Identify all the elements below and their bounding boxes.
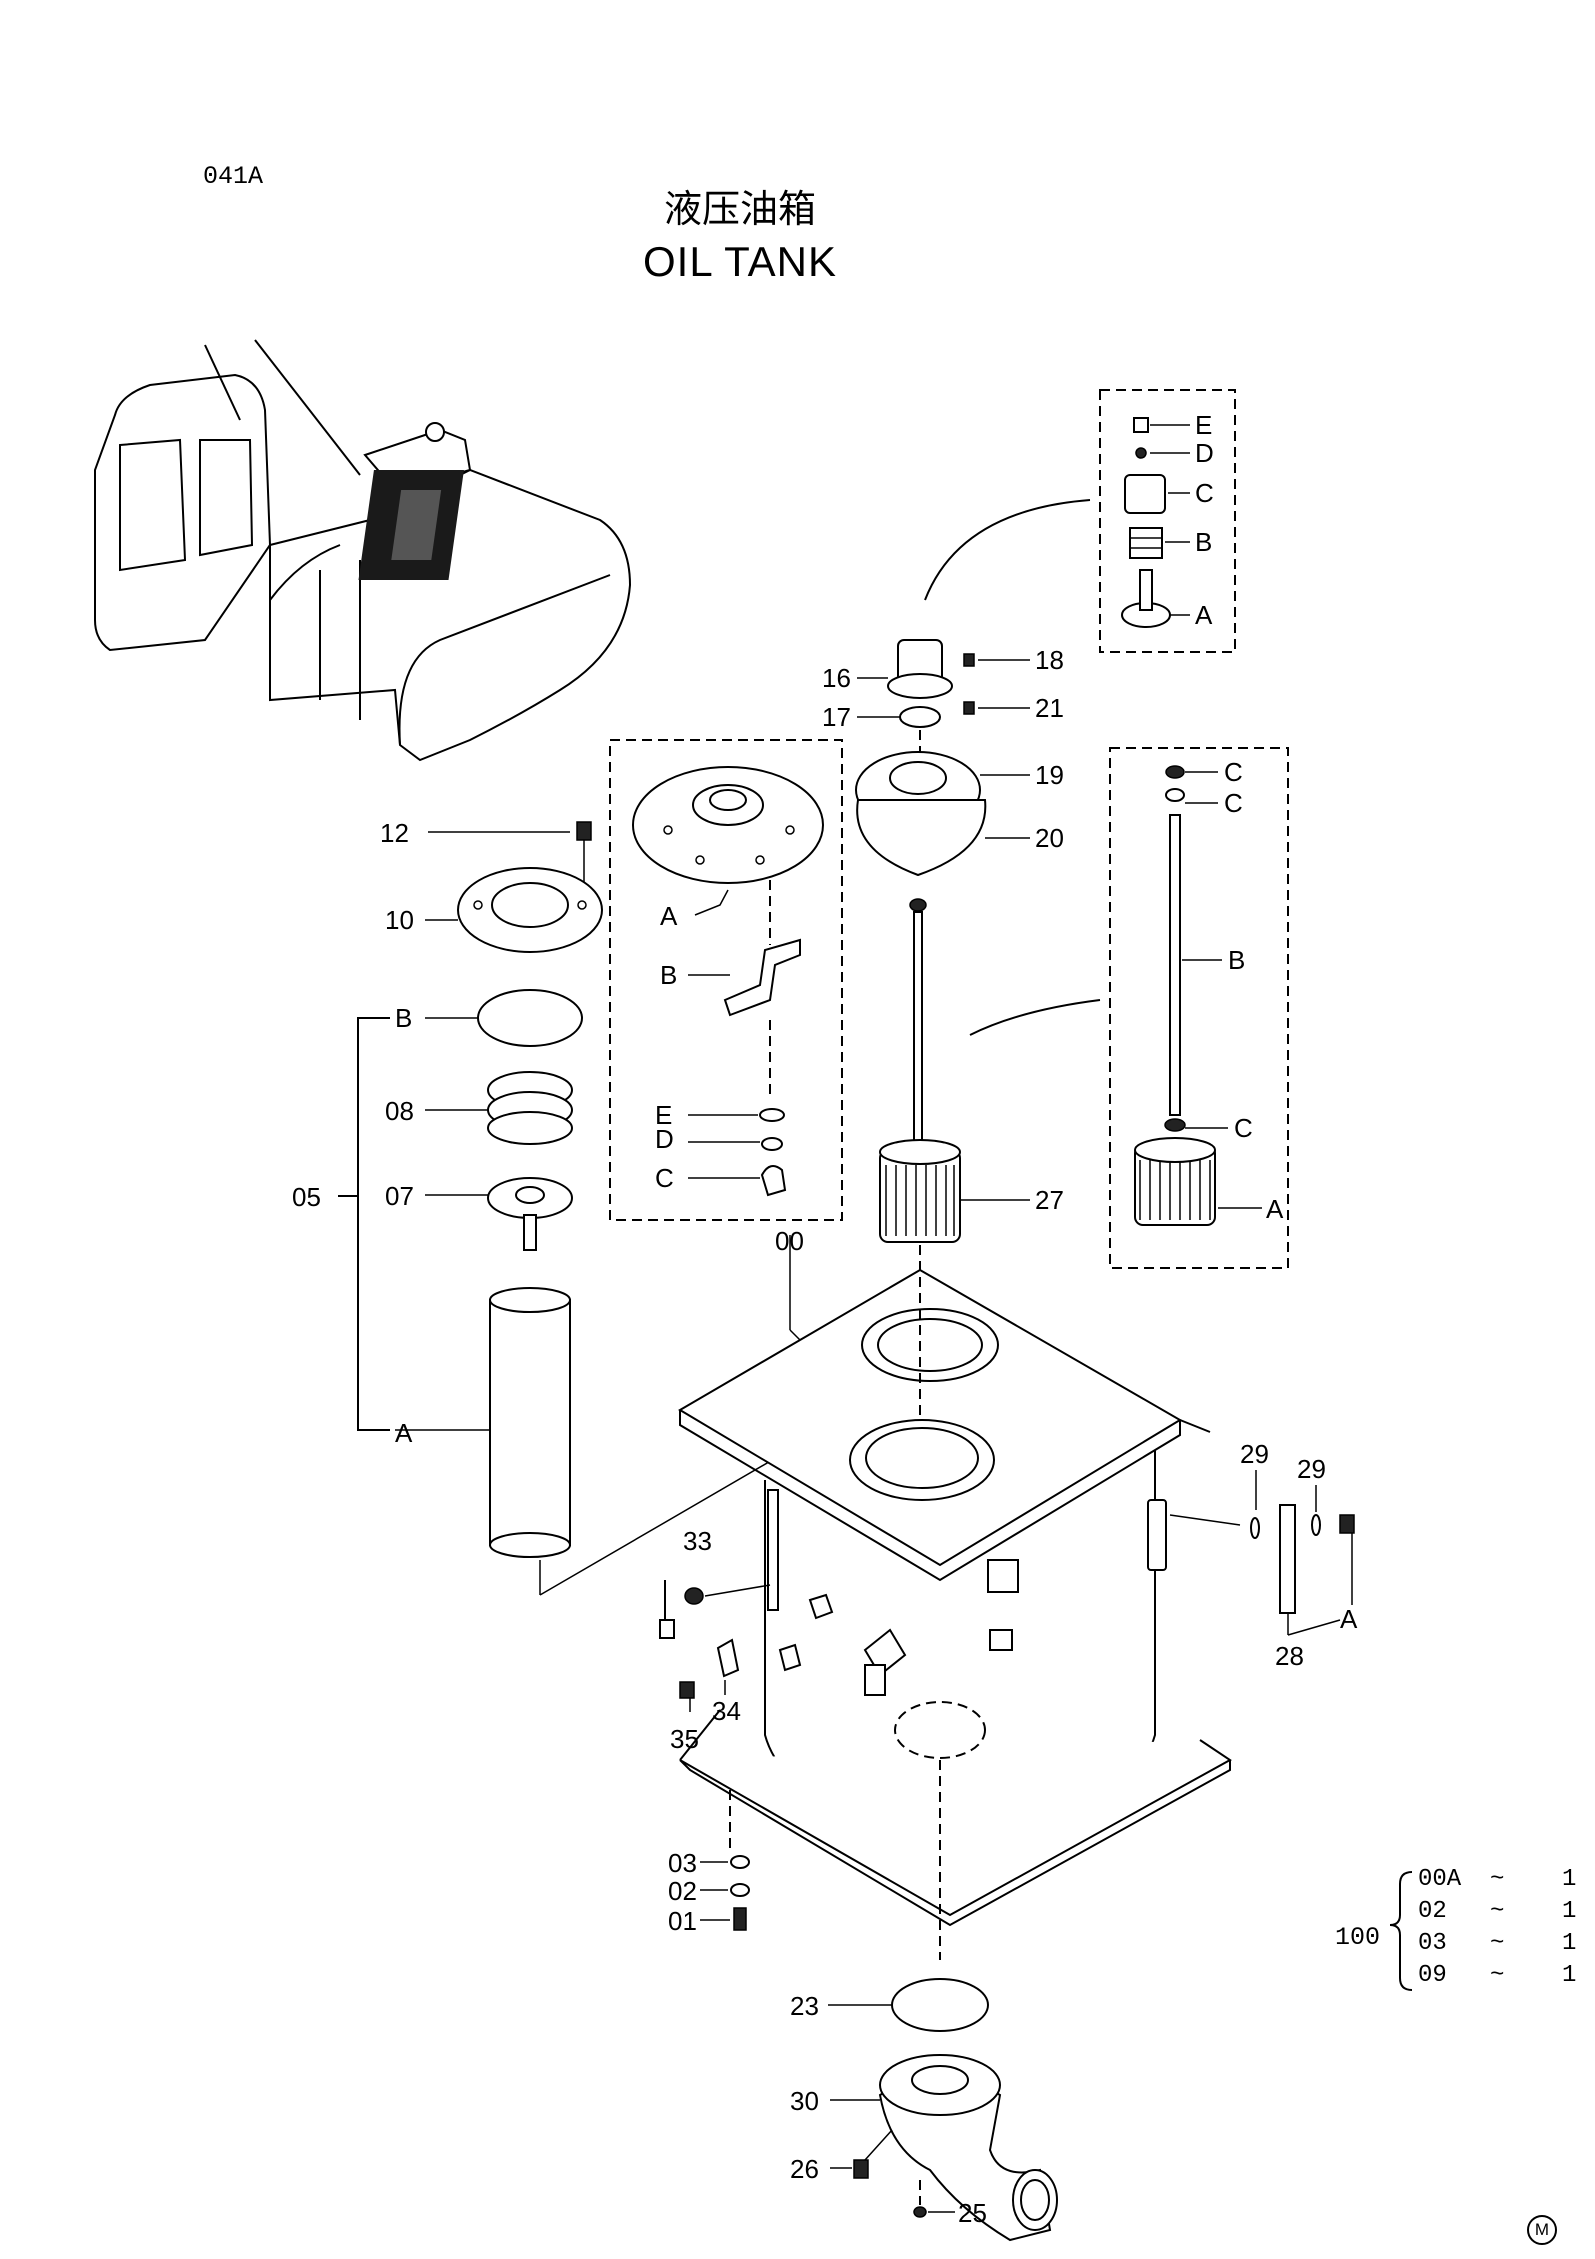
callout-27: 27 xyxy=(1035,1185,1064,1215)
breather-assembly xyxy=(855,639,987,877)
callout-08: 08 xyxy=(385,1096,414,1126)
callout-30: 30 xyxy=(790,2086,819,2116)
rod-kit-box xyxy=(969,747,1289,1269)
return-filter-assembly: 12 10 B 08 07 A 05 xyxy=(292,818,911,1596)
callout-03: 03 xyxy=(668,1848,697,1878)
svg-text:A: A xyxy=(395,1418,413,1448)
callout-05: 05 xyxy=(292,1182,321,1212)
callout-02: 02 xyxy=(668,1876,697,1906)
sensor-parts: 33 34 35 xyxy=(659,1526,771,1754)
level-gauge-parts: 29 29 A 28 xyxy=(1169,1439,1358,1671)
callout-29-left: 29 xyxy=(1240,1439,1269,1469)
kit-brace xyxy=(1389,1871,1413,1991)
callout-26: 26 xyxy=(790,2154,819,2184)
callout-29-right: 29 xyxy=(1297,1454,1326,1484)
hydraulic-oil-tank-body: 00 xyxy=(678,1226,1232,1960)
page-title-en: OIL TANK xyxy=(643,238,837,285)
excavator-locator-illustration xyxy=(94,339,632,762)
page-title-cn: 液压油箱 xyxy=(663,187,816,231)
callout-21: 21 xyxy=(1035,693,1064,723)
callout-01: 01 xyxy=(668,1906,697,1936)
svg-text:A: A xyxy=(660,901,678,931)
sub-letter-a: A xyxy=(1195,600,1213,630)
callout-07: 07 xyxy=(385,1181,414,1211)
bottom-fasteners: 03 02 01 xyxy=(668,1848,750,1936)
top-right-kit-box xyxy=(924,389,1236,653)
breather-callouts: 16 17 18 21 19 20 xyxy=(822,645,1064,853)
svg-text:E: E xyxy=(655,1100,672,1130)
callout-33: 33 xyxy=(683,1526,712,1556)
rod-kit-letters: C C B C A xyxy=(1182,757,1284,1224)
page-code: 041A xyxy=(203,162,264,191)
svg-text:A: A xyxy=(1340,1604,1358,1634)
suction-pipe-assembly: 23 30 26 25 xyxy=(790,1978,1058,2242)
callout-19: 19 xyxy=(1035,760,1064,790)
kit-row: 03 ~ 1 xyxy=(1418,1930,1577,1957)
callout-25: 25 xyxy=(958,2198,987,2228)
callout-10: 10 xyxy=(385,905,414,935)
svg-text:B: B xyxy=(395,1003,412,1033)
callout-28: 28 xyxy=(1275,1641,1304,1671)
callout-34: 34 xyxy=(712,1696,741,1726)
svg-text:D: D xyxy=(655,1124,674,1154)
callout-23: 23 xyxy=(790,1991,819,2021)
svg-text:B: B xyxy=(660,960,677,990)
callout-16: 16 xyxy=(822,663,851,693)
svg-text:C: C xyxy=(1234,1113,1253,1143)
cover-plate-kit-letters: A B E D C xyxy=(655,889,760,1193)
callout-35: 35 xyxy=(670,1724,699,1754)
top-right-kit-letters: E D C B A xyxy=(1150,410,1214,630)
kit-row: 09 ~ 1 xyxy=(1418,1962,1577,1989)
callout-00: 00 xyxy=(775,1226,804,1256)
svg-text:C: C xyxy=(655,1163,674,1193)
callout-18: 18 xyxy=(1035,645,1064,675)
svg-text:A: A xyxy=(1266,1194,1284,1224)
strainer-assembly: 27 xyxy=(879,898,1064,1243)
callout-20: 20 xyxy=(1035,823,1064,853)
sub-letter-d: D xyxy=(1195,438,1214,468)
sub-letter-c: C xyxy=(1195,478,1214,508)
sub-letter-b: B xyxy=(1195,527,1212,557)
kit-row: 02 ~ 1 xyxy=(1418,1898,1577,1925)
svg-text:C: C xyxy=(1224,788,1243,818)
callout-17: 17 xyxy=(822,702,851,732)
kit-number: 100 xyxy=(1335,1923,1381,1952)
svg-text:C: C xyxy=(1224,757,1243,787)
callout-12: 12 xyxy=(380,818,409,848)
kit-row: 00A ~ 1 xyxy=(1418,1866,1577,1893)
cover-plate-kit-box xyxy=(609,739,843,1221)
svg-text:B: B xyxy=(1228,945,1245,975)
sub-letter-e: E xyxy=(1195,410,1212,440)
manufacturer-mark: M xyxy=(1527,2215,1557,2245)
